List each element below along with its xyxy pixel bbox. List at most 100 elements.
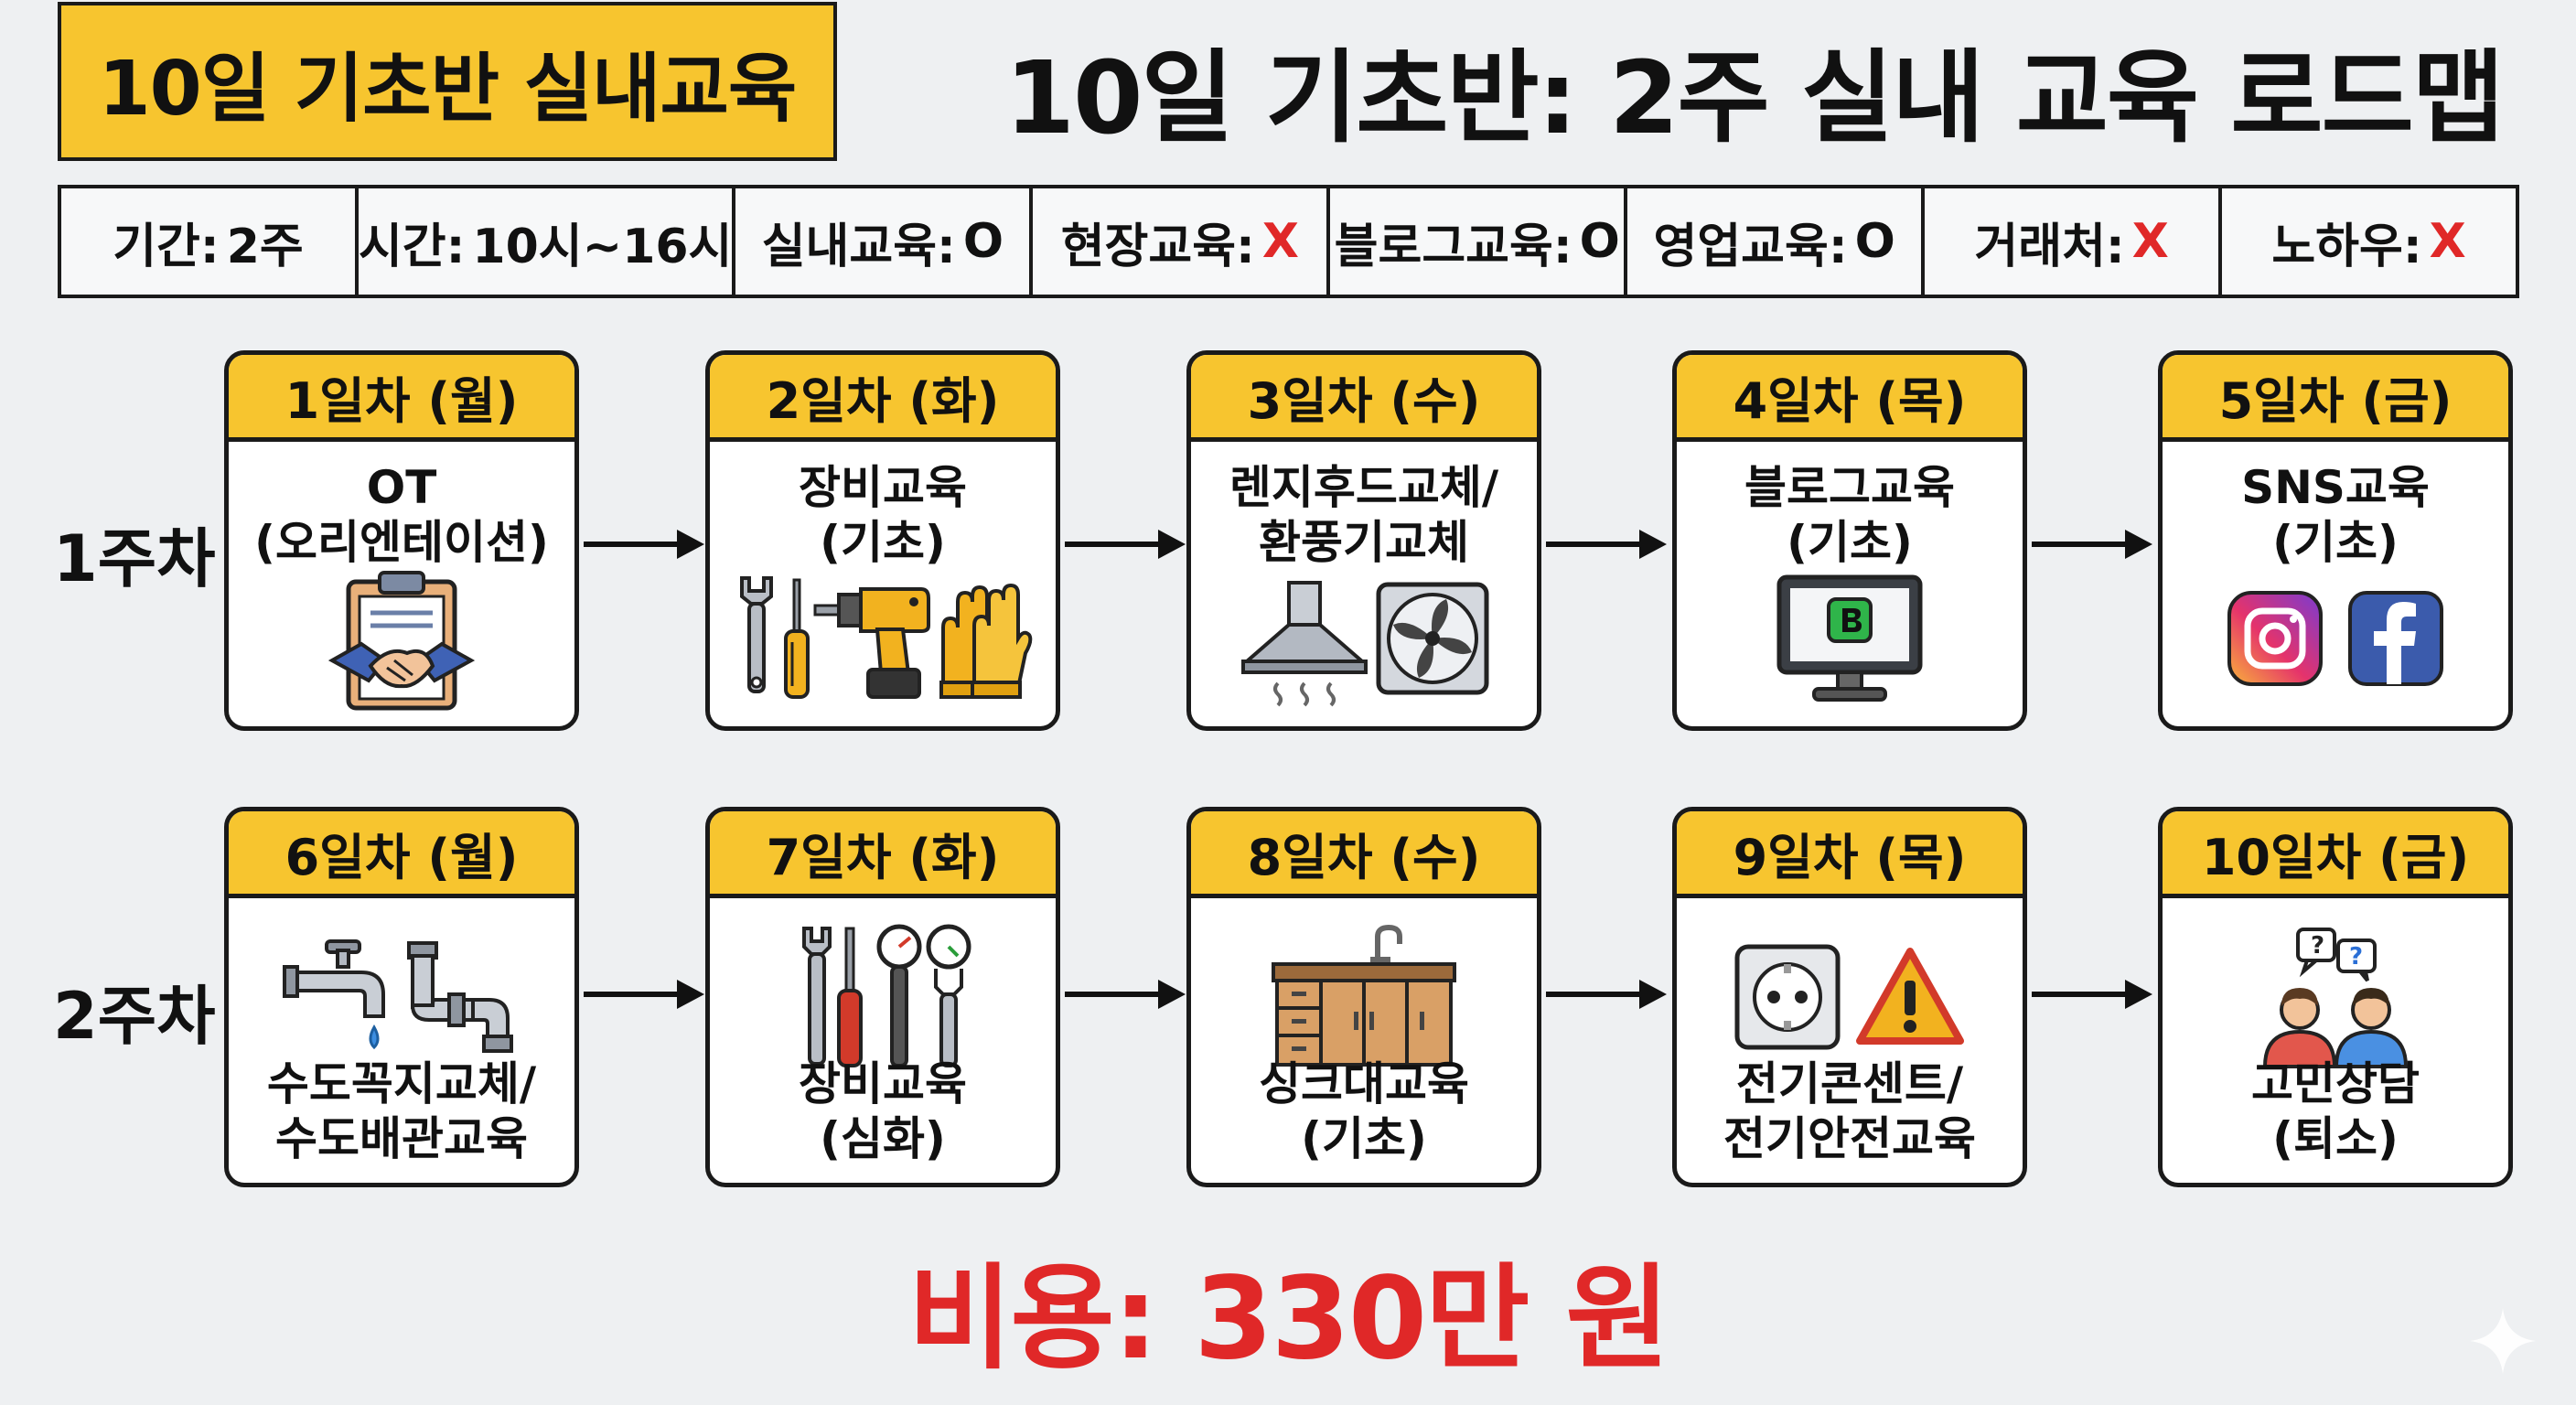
info-label: 시간: bbox=[358, 219, 466, 274]
day-card-7: 7일차 (화) 장비교육 (심화) bbox=[705, 807, 1060, 1187]
info-cell-time: 시간:10시~16시 bbox=[358, 188, 736, 295]
pipe-icon bbox=[407, 941, 513, 1053]
info-bar: 기간:2주 시간:10시~16시 실내교육:O 현장교육:X 블로그교육:O 영… bbox=[58, 185, 2519, 298]
info-cell-indoor: 실내교육:O bbox=[735, 188, 1034, 295]
day-icons bbox=[1191, 561, 1537, 716]
day-card-3: 3일차 (수) 렌지후드교체/ 환풍기교체 bbox=[1186, 350, 1541, 731]
info-value: 2주 bbox=[226, 219, 304, 274]
day-title: 수도꼭지교체/ 수도배관교육 bbox=[229, 1056, 574, 1166]
power-outlet-icon bbox=[1734, 944, 1841, 1050]
facebook-icon bbox=[2348, 591, 2443, 686]
day-icons: ? ? bbox=[2163, 910, 2508, 1084]
drill-icon bbox=[813, 587, 930, 699]
info-value: O bbox=[962, 214, 1004, 269]
day-icons bbox=[1677, 561, 2023, 716]
day-card-5: 5일차 (금) SNS교육 (기초) bbox=[2158, 350, 2513, 731]
range-hood-icon bbox=[1241, 581, 1368, 707]
week-label-2: 2주차 bbox=[53, 979, 216, 1054]
clipboard-handshake-icon bbox=[328, 571, 475, 711]
day-title: SNS교육 (기초) bbox=[2163, 460, 2508, 570]
day-title: 전기콘센트/ 전기안전교육 bbox=[1677, 1056, 2023, 1166]
day-title-line: SNS교육 bbox=[2241, 461, 2430, 514]
flow-arrow bbox=[1546, 980, 1667, 1009]
info-value: O bbox=[1854, 214, 1895, 269]
flow-arrow bbox=[2032, 980, 2152, 1009]
day-header: 6일차 (월) bbox=[229, 811, 574, 898]
page-title: 10일 기초반: 2주 실내 교육 로드맵 bbox=[1004, 39, 2505, 156]
cost-text: 비용: 330만 원 bbox=[907, 1253, 1669, 1385]
day-title-line: 장비교육 bbox=[799, 1057, 967, 1110]
svg-text:?: ? bbox=[2311, 932, 2324, 960]
flow-arrow bbox=[584, 980, 704, 1009]
sink-cabinet-icon bbox=[1272, 924, 1456, 1067]
day-card-2: 2일차 (화) 장비교육 (기초) bbox=[705, 350, 1060, 731]
blog-monitor-icon bbox=[1776, 574, 1923, 702]
day-title-line: (퇴소) bbox=[2272, 1112, 2399, 1165]
sparkle-icon bbox=[2470, 1308, 2536, 1374]
info-value: X bbox=[1261, 214, 1299, 269]
day-header: 4일차 (목) bbox=[1677, 355, 2023, 442]
flow-arrow bbox=[2032, 530, 2152, 559]
day-title-line: (기초) bbox=[2272, 516, 2399, 569]
day-title-line: 블로그교육 bbox=[1744, 461, 1955, 514]
info-value: X bbox=[2429, 214, 2466, 269]
info-cell-period: 기간:2주 bbox=[61, 188, 359, 295]
info-label: 블로그교육: bbox=[1334, 219, 1572, 274]
day-icons bbox=[710, 910, 1056, 1084]
day-title-line: 환풍기교체 bbox=[1259, 516, 1469, 569]
day-title-line: 수도배관교육 bbox=[275, 1112, 528, 1165]
advanced-tools-icon bbox=[802, 924, 971, 1067]
day-title: 장비교육 (심화) bbox=[710, 1056, 1056, 1166]
week-label-1: 1주차 bbox=[53, 521, 216, 596]
day-card-10: 10일차 (금) ? ? 고민상담 (퇴소) bbox=[2158, 807, 2513, 1187]
warning-icon bbox=[1856, 948, 1964, 1045]
day-card-9: 9일차 (목) 전기콘센트/ 전기안전교육 bbox=[1672, 807, 2027, 1187]
day-header: 8일차 (수) bbox=[1191, 811, 1537, 898]
day-title-line: (기초) bbox=[1787, 516, 1913, 569]
counseling-icon: ? ? bbox=[2262, 928, 2409, 1068]
day-header: 3일차 (수) bbox=[1191, 355, 1537, 442]
day-icons bbox=[229, 561, 574, 716]
faucet-icon bbox=[283, 939, 385, 1050]
day-title-line: (기초) bbox=[1301, 1112, 1427, 1165]
info-label: 노하우: bbox=[2271, 219, 2422, 274]
day-title: 렌지후드교체/ 환풍기교체 bbox=[1191, 460, 1537, 570]
header-badge: 10일 기초반 실내교육 bbox=[58, 2, 837, 161]
svg-text:?: ? bbox=[2349, 943, 2363, 971]
day-header: 1일차 (월) bbox=[229, 355, 574, 442]
day-title-line: OT bbox=[366, 461, 437, 514]
flow-arrow bbox=[584, 530, 704, 559]
day-card-6: 6일차 (월) 수도꼭지교체/ 수도배관교육 bbox=[224, 807, 579, 1187]
day-title-line: 렌지후드교체/ bbox=[1229, 461, 1499, 514]
day-title-line: 전기콘센트/ bbox=[1735, 1057, 1964, 1110]
info-label: 실내교육: bbox=[761, 219, 956, 274]
day-header: 2일차 (화) bbox=[710, 355, 1056, 442]
info-cell-knowhow: 노하우:X bbox=[2222, 188, 2516, 295]
day-icons bbox=[229, 910, 574, 1084]
flow-arrow bbox=[1546, 530, 1667, 559]
day-icons bbox=[710, 561, 1056, 716]
day-header: 7일차 (화) bbox=[710, 811, 1056, 898]
day-header: 10일차 (금) bbox=[2163, 811, 2508, 898]
day-title-line: 싱크대교육 bbox=[1259, 1057, 1469, 1110]
day-card-1: 1일차 (월) OT (오리엔테이션) bbox=[224, 350, 579, 731]
day-title-line: (기초) bbox=[820, 516, 946, 569]
day-icons bbox=[1677, 910, 2023, 1084]
day-header: 9일차 (목) bbox=[1677, 811, 2023, 898]
instagram-icon bbox=[2227, 591, 2323, 686]
info-cell-client: 거래처:X bbox=[1925, 188, 2223, 295]
day-title: 고민상담 (퇴소) bbox=[2163, 1056, 2508, 1166]
day-icons bbox=[2163, 561, 2508, 716]
day-title-line: (오리엔테이션) bbox=[254, 516, 549, 569]
wrench-icon bbox=[740, 576, 773, 693]
info-label: 거래처: bbox=[1974, 219, 2125, 274]
info-value: X bbox=[2131, 214, 2169, 269]
day-title-line: 장비교육 bbox=[799, 461, 967, 514]
flow-arrow bbox=[1065, 980, 1186, 1009]
day-title: 블로그교육 (기초) bbox=[1677, 460, 2023, 570]
gloves-icon bbox=[939, 583, 1033, 699]
day-title-line: 수도꼭지교체/ bbox=[266, 1057, 537, 1110]
info-label: 현장교육: bbox=[1060, 219, 1255, 274]
day-title: 장비교육 (기초) bbox=[710, 460, 1056, 570]
flow-arrow bbox=[1065, 530, 1186, 559]
